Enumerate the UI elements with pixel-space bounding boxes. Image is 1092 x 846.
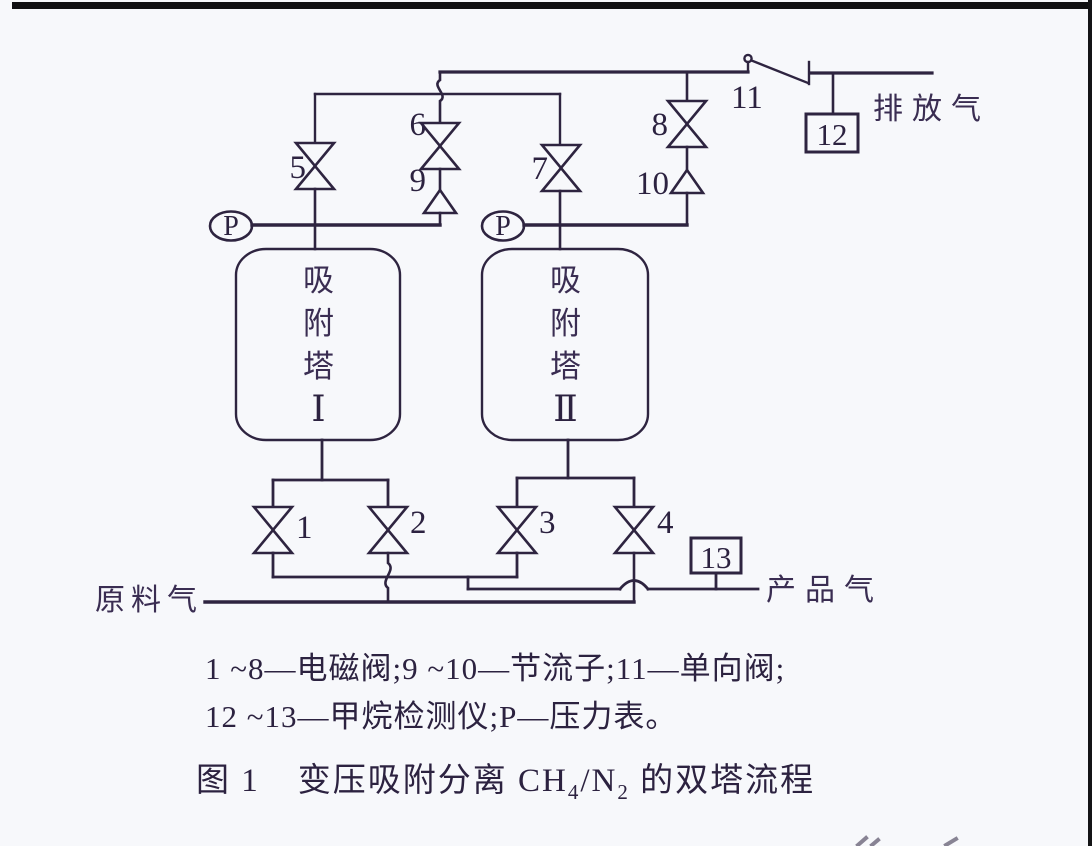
exhaust-gas-label: 排放气: [873, 93, 990, 126]
caption-fig-no: 图 1: [196, 763, 260, 799]
exhaust-header-line: [438, 70, 934, 116]
valve-1-label: 1: [296, 510, 313, 546]
product-header-line: [271, 551, 760, 591]
check-valve-11-label: 11: [731, 80, 763, 116]
gauge-2-line: [480, 189, 689, 251]
caption-mid: /N: [580, 763, 618, 799]
feed-gas-label: 原料气: [95, 584, 203, 617]
tower-1-bottom-manifold: [271, 438, 390, 509]
valve-4-label: 4: [657, 505, 674, 541]
valve-6-label: 6: [409, 107, 427, 143]
tower-1-vessel: [234, 247, 402, 442]
check-valve-11-symbol: [743, 53, 811, 86]
valve-1-symbol: [251, 505, 295, 555]
tower-1-numeral: Ⅰ: [311, 389, 326, 429]
throttle-10-label: 10: [636, 166, 669, 202]
detector-12-box: [804, 112, 860, 154]
valve-5-label: 5: [289, 150, 307, 186]
valve-4-symbol: [612, 505, 656, 555]
product-gas-label: 产品气: [766, 574, 883, 607]
scan-right-edge: [1088, 0, 1092, 846]
gauge-1-label: P: [223, 211, 239, 242]
caption-pre: 变压吸附分离 CH: [297, 763, 568, 799]
caption-sub-4: 4: [567, 780, 581, 804]
pipe-header-to-valve6: [436, 70, 444, 125]
gauge-1-line: [208, 187, 442, 251]
caption-post: 的双塔流程: [629, 763, 816, 799]
throttle-9-label: 9: [409, 163, 427, 199]
pipe-valve5-valve7: [313, 92, 562, 147]
figure-caption: 图 1 变压吸附分离 CH4/N2 的双塔流程: [196, 753, 816, 804]
valve-3-symbol: [495, 505, 539, 555]
throttle-9-symbol: [421, 167, 459, 226]
legend-line-1: 1 ~8—电磁阀;9 ~10—节流子;11—单向阀;: [205, 651, 786, 686]
tower-2-vessel: [480, 247, 650, 442]
valve-2-symbol: [366, 505, 410, 555]
tower-1-name: 吸附塔: [303, 263, 334, 384]
valve-8-symbol: [665, 70, 709, 149]
detector-13-label: 13: [700, 540, 732, 575]
valve-3-label: 3: [539, 505, 556, 541]
legend-line-2: 12 ~13—甲烷检测仪;P—压力表。: [205, 699, 678, 734]
caption-sub-2: 2: [617, 780, 630, 804]
pipe-valve2-to-feed: [384, 551, 392, 604]
cropped-text-artifact: [855, 835, 959, 846]
detector-13-box: [689, 536, 743, 575]
valve-2-label: 2: [410, 505, 427, 541]
throttle-10-symbol: [668, 145, 706, 227]
detector-12-label: 12: [816, 117, 848, 152]
feed-line: [203, 551, 636, 604]
scan-top-bar: [12, 2, 1092, 9]
valve-7-label: 7: [531, 151, 549, 187]
valve-8-label: 8: [651, 107, 669, 143]
tower-2-bottom-manifold: [515, 438, 636, 509]
tower-2-name: 吸附塔: [550, 263, 581, 384]
gauge-2-label: P: [495, 211, 511, 242]
valve-5-symbol: [293, 141, 337, 191]
tower-2-numeral: Ⅱ: [553, 389, 578, 429]
valve-6-symbol: [418, 121, 462, 171]
